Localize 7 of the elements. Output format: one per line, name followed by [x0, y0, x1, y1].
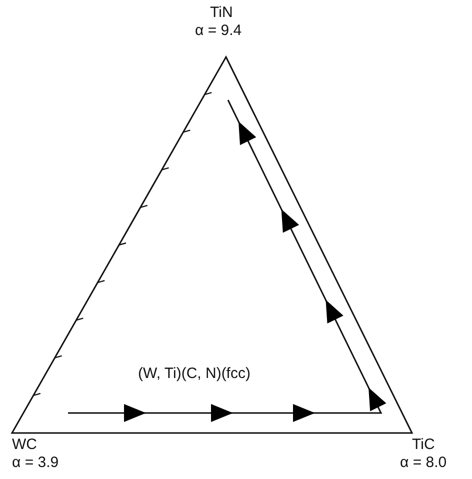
alpha-value: α = 9.4	[195, 22, 242, 39]
phase-label: (W, Ti)(C, N)(fcc)	[138, 365, 250, 382]
alpha-value: α = 3.9	[12, 454, 59, 471]
corner-label: WC	[12, 436, 37, 453]
corner-label: TiC	[412, 436, 435, 453]
corner-label: TiN	[210, 4, 233, 21]
alpha-value: α = 8.0	[400, 454, 447, 471]
